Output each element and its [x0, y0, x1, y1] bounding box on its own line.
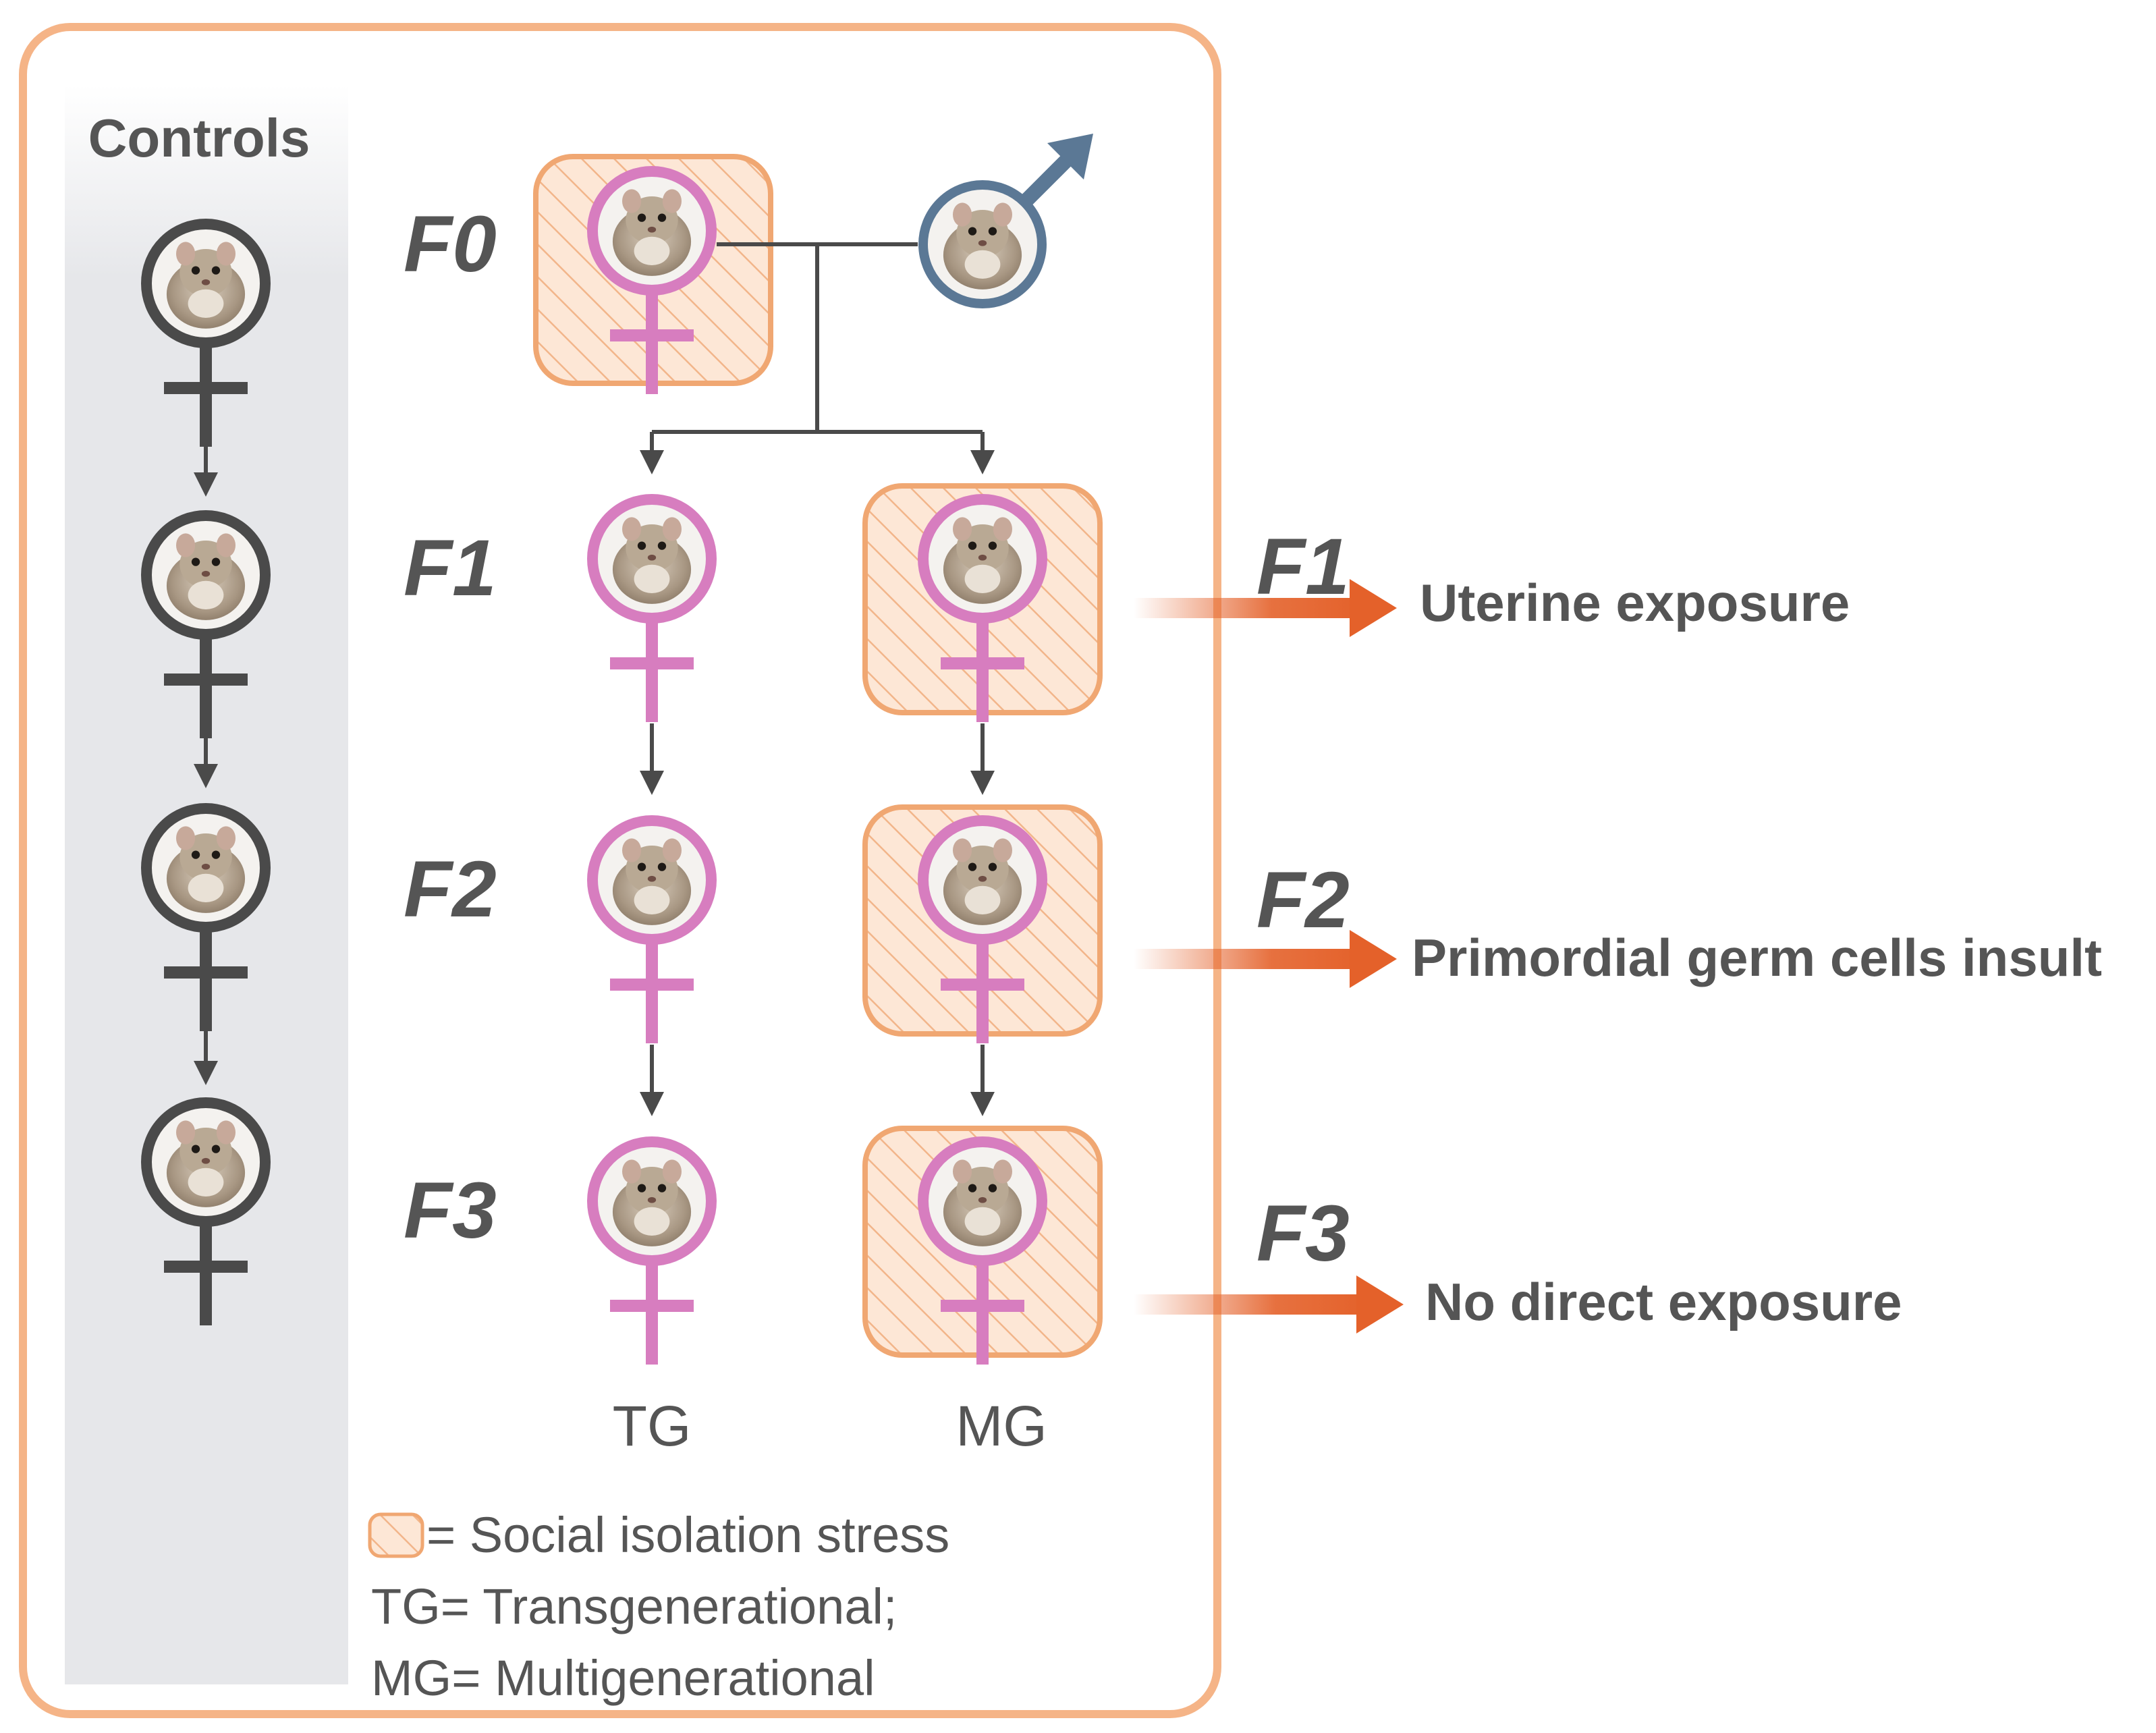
outcome-generation-f2: F2 [1256, 856, 1350, 945]
female-symbol-icon-mg-f1 [918, 494, 1047, 722]
gerbil-icon [923, 821, 1042, 939]
outcome-text-f1: Uterine exposure [1420, 573, 1850, 632]
female-symbol-icon-mg-f3 [918, 1136, 1047, 1365]
outer-frame [19, 23, 1221, 1718]
outcome-arrow-shaft-f1 [1134, 598, 1363, 618]
outcome-arrow-head-f2 [1350, 930, 1397, 988]
gerbil-icon [146, 1103, 265, 1221]
gerbil-icon [923, 185, 1042, 304]
column-label-mg: MG [956, 1394, 1047, 1458]
female-symbol-icon-tg-f1 [587, 494, 717, 722]
male-symbol-icon-f0 [918, 134, 1093, 308]
outcome-text-f3: No direct exposure [1425, 1272, 1902, 1331]
outcome-arrow-head-f3 [1356, 1275, 1404, 1333]
generation-label-f0: F0 [404, 200, 497, 289]
legend-mg-text: MG= Multigenerational [371, 1650, 875, 1706]
female-symbol-icon-tg-f2 [587, 815, 717, 1043]
gerbil-icon [923, 499, 1042, 618]
outcome-arrow-shaft-f3 [1134, 1294, 1370, 1315]
lineage-connectors [194, 242, 995, 1116]
gerbil-icon [592, 1142, 711, 1261]
female-symbol-icon-f0 [587, 166, 717, 394]
gerbil-icon [592, 821, 711, 939]
female-symbol-icon-mg-f2 [918, 815, 1047, 1043]
legend: = Social isolation stress TG= Transgener… [368, 1507, 949, 1706]
female-symbol-icon-control-0 [141, 219, 271, 447]
gerbil-icon [592, 499, 711, 618]
legend-stress-swatch [368, 1512, 424, 1558]
outcome-f3: F3 No direct exposure [1134, 1189, 1902, 1333]
gerbil-icon [592, 171, 711, 290]
outcome-arrow-head-f1 [1350, 579, 1397, 637]
outcome-arrow-shaft-f2 [1134, 949, 1363, 969]
outcome-f1: F1 Uterine exposure [1134, 522, 1850, 637]
outcome-generation-f1: F1 [1256, 522, 1350, 611]
outcome-generation-f3: F3 [1256, 1189, 1350, 1278]
gerbil-icon [146, 224, 265, 343]
column-label-tg: TG [613, 1394, 692, 1458]
generation-label-f2: F2 [404, 845, 497, 934]
gerbil-icon [146, 808, 265, 927]
gerbil-icon [923, 1142, 1042, 1261]
animal-symbols [141, 134, 1093, 1365]
female-symbol-icon-control-1 [141, 510, 271, 738]
female-symbol-icon-tg-f3 [587, 1136, 717, 1365]
gerbil-icon [146, 516, 265, 634]
female-symbol-icon-control-3 [141, 1097, 271, 1325]
female-symbol-icon-control-2 [141, 803, 271, 1031]
generation-label-f3: F3 [404, 1166, 497, 1255]
controls-title: Controls [88, 108, 310, 168]
legend-stress-text: = Social isolation stress [426, 1507, 949, 1563]
outcome-f2: F2 Primordial germ cells insult [1134, 856, 2102, 988]
generation-label-f1: F1 [404, 524, 497, 613]
outcome-text-f2: Primordial germ cells insult [1412, 928, 2102, 987]
legend-tg-text: TG= Transgenerational; [371, 1578, 897, 1634]
